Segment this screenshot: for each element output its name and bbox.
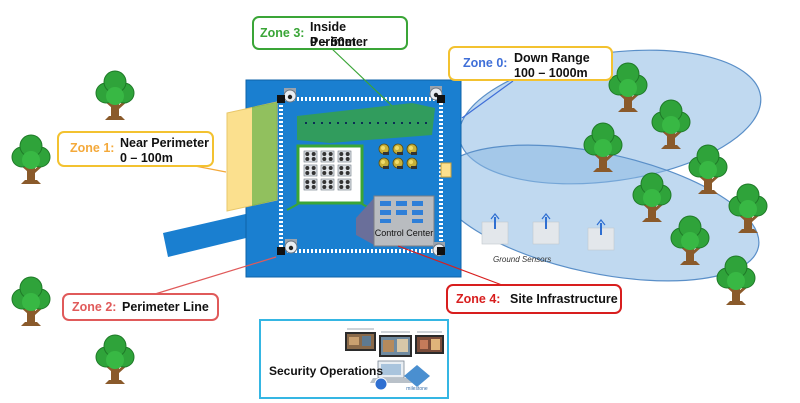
zone4-title: Site Infrastructure (510, 292, 618, 306)
zone3-range: 0 – 50m (310, 35, 356, 49)
tree-icon (95, 334, 135, 385)
video-monitor-icon (345, 332, 376, 351)
solar-panel-icon (303, 178, 318, 191)
solar-panel-icon (320, 150, 335, 163)
video-monitor-icon (415, 335, 444, 354)
solar-panel-icon (303, 150, 318, 163)
solar-panel-icon (320, 178, 335, 191)
inside-perimeter-gate-overlap (252, 102, 277, 206)
operator-icon (374, 377, 388, 391)
zone2-leader (154, 256, 277, 295)
zone1-range: 0 – 100m (120, 151, 173, 165)
milestone-logo-text: milestone (406, 386, 428, 392)
zone4-callout: Zone 4: Site Infrastructure (446, 284, 622, 314)
security-operations-panel: milestone Security Operations (259, 319, 449, 399)
control-center-label: Control Center (375, 228, 434, 238)
zone2-title: Perimeter Line (122, 300, 209, 314)
zone1-title: Near Perimeter (120, 136, 209, 150)
zone3-label: Zone 3: (260, 26, 305, 40)
zone0-callout: Zone 0: Down Range 100 – 1000m (448, 46, 613, 81)
zone0-leader (461, 80, 514, 119)
tree-icon (11, 134, 51, 185)
solar-panel-icon (303, 164, 318, 177)
milestone-logo-icon (404, 365, 430, 387)
zone1-leader (194, 165, 227, 173)
zone1-callout: Zone 1: Near Perimeter 0 – 100m (57, 131, 214, 167)
security-operations-graphic: milestone (345, 328, 444, 392)
zone1-label: Zone 1: (70, 141, 115, 155)
tree-icon (11, 276, 51, 327)
zone2-callout: Zone 2: Perimeter Line (62, 293, 219, 321)
zone2-label: Zone 2: (72, 300, 117, 314)
access-road (163, 213, 250, 257)
zone4-leader (397, 245, 503, 286)
solar-panel-icon (337, 164, 352, 177)
east-gate (440, 162, 452, 178)
zone0-title: Down Range (514, 51, 590, 65)
ptz-camera-icon (284, 238, 298, 254)
ground-sensors-label: Ground Sensors (493, 255, 551, 264)
video-monitor-icon (379, 335, 412, 357)
zone3-title: Inside Perimeter (310, 20, 368, 49)
zone4-label: Zone 4: (456, 292, 501, 306)
zone3-callout: Zone 3: Inside Perimeter 0 – 50m (252, 16, 408, 50)
solar-panel-icon (337, 150, 352, 163)
zone3-leader (329, 46, 393, 107)
security-operations-title: Security Operations (269, 364, 384, 378)
tree-icon (95, 70, 135, 121)
solar-panel-icon (337, 178, 352, 191)
zone0-range: 100 – 1000m (514, 66, 588, 80)
zone0-label: Zone 0: (463, 56, 508, 70)
inside-perimeter-band (297, 103, 435, 143)
solar-panel-icon (320, 164, 335, 177)
ptz-camera-icon (283, 87, 297, 103)
